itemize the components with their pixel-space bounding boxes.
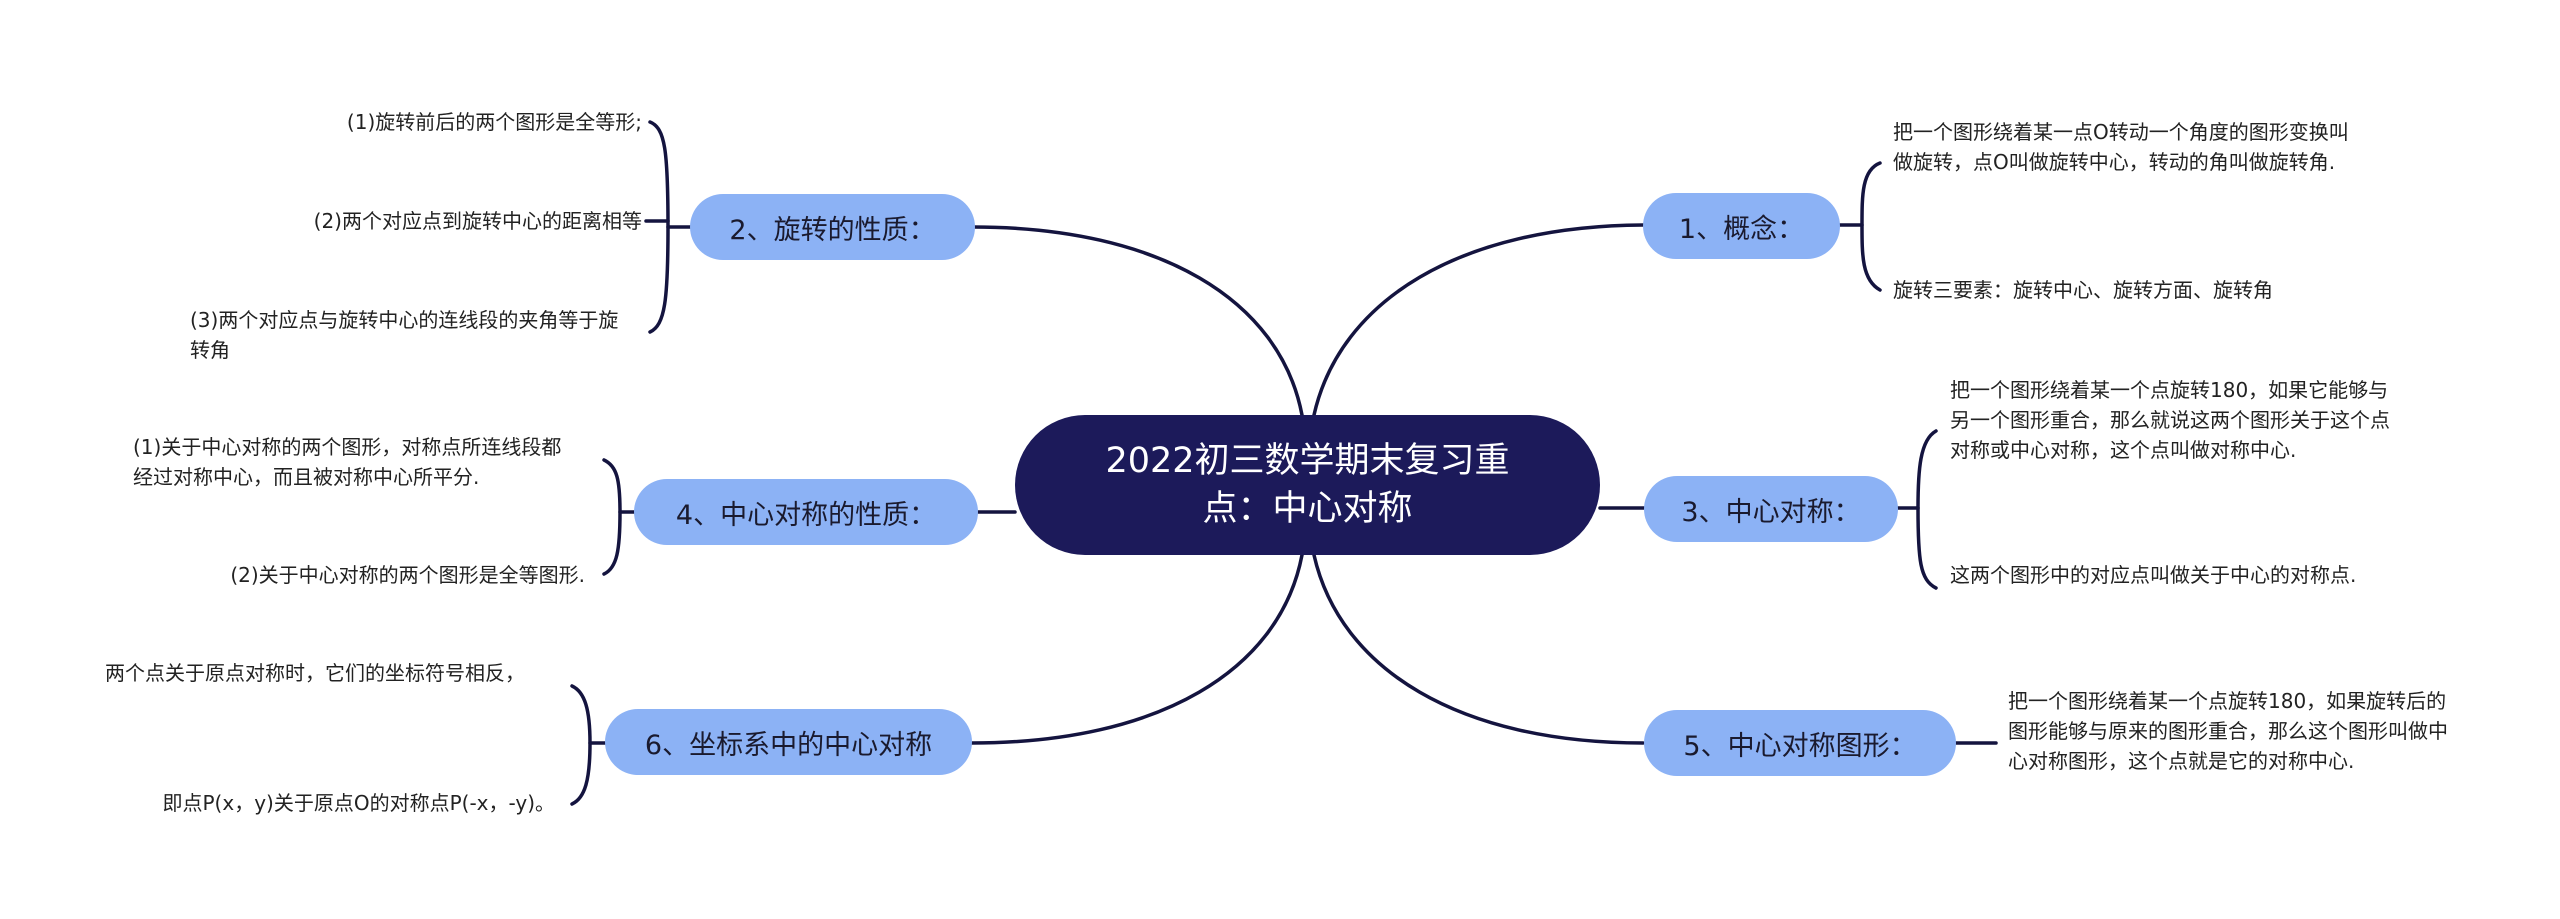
bracket-branch-1-curve xyxy=(1860,161,1882,292)
branch-4-central-symmetry-properties[interactable]: 4、中心对称的性质： xyxy=(634,479,978,545)
leaf-text: 这两个图形中的对应点叫做关于中心的对称点. xyxy=(1950,563,2357,587)
central-topic-text: 2022初三数学期末复习重 点：中心对称 xyxy=(1105,437,1509,533)
branch-3-leaf-2[interactable]: 这两个图形中的对应点叫做关于中心的对称点. xyxy=(1950,560,2405,590)
bracket-branch-4-curve xyxy=(602,458,622,576)
leaf-text: 旋转三要素：旋转中心、旋转方面、旋转角 xyxy=(1893,278,2273,302)
branch-4-leaf-2[interactable]: (2)关于中心对称的两个图形是全等图形. xyxy=(133,560,585,590)
branch-1-leaf-2[interactable]: 旋转三要素：旋转中心、旋转方面、旋转角 xyxy=(1893,275,2353,305)
branch-6-label: 6、坐标系中的中心对称 xyxy=(644,729,933,761)
branch-1-concept[interactable]: 1、概念： xyxy=(1643,193,1840,259)
connector-center-to-branch-6 xyxy=(970,553,1304,745)
bracket-branch-2-curve xyxy=(648,120,670,334)
branch-3-leaf-1[interactable]: 把一个图形绕着某一个点旋转180，如果它能够与另一个图形重合，那么就说这两个图形… xyxy=(1950,375,2405,465)
branch-1-leaf-1[interactable]: 把一个图形绕着某一点O转动一个角度的图形变换叫做旋转，点O叫做旋转中心，转动的角… xyxy=(1893,117,2353,177)
branch-5-centrally-symmetric-figure[interactable]: 5、中心对称图形： xyxy=(1644,710,1956,776)
leaf-text: (3)两个对应点与旋转中心的连线段的夹角等于旋转角 xyxy=(190,308,619,362)
connector-center-to-branch-5 xyxy=(1312,553,1645,745)
central-topic-line-1: 2022初三数学期末复习重 xyxy=(1105,441,1510,481)
branch-2-leaf-1[interactable]: (1)旋转前后的两个图形是全等形; xyxy=(240,107,642,137)
branch-5-leaf-1[interactable]: 把一个图形绕着某一个点旋转180，如果旋转后的图形能够与原来的图形重合，那么这个… xyxy=(2008,686,2463,776)
leaf-text: (2)两个对应点到旋转中心的距离相等 xyxy=(313,209,642,233)
central-topic[interactable]: 2022初三数学期末复习重 点：中心对称 xyxy=(1015,415,1600,555)
branch-2-label: 2、旋转的性质： xyxy=(729,214,936,246)
branch-4-label: 4、中心对称的性质： xyxy=(675,499,937,531)
branch-6-coordinate-central-symmetry[interactable]: 6、坐标系中的中心对称 xyxy=(605,709,972,775)
branch-2-leaf-3[interactable]: (3)两个对应点与旋转中心的连线段的夹角等于旋转角 xyxy=(190,305,630,365)
central-topic-line-2: 点：中心对称 xyxy=(1202,489,1413,529)
branch-2-rotation-properties[interactable]: 2、旋转的性质： xyxy=(690,194,975,260)
leaf-text: 把一个图形绕着某一个点旋转180，如果它能够与另一个图形重合，那么就说这两个图形… xyxy=(1950,378,2390,462)
connector-center-to-branch-1 xyxy=(1312,223,1645,417)
leaf-text: 即点P(x，y)关于原点O的对称点P(-x，-y)。 xyxy=(162,791,556,815)
leaf-text: (1)旋转前后的两个图形是全等形; xyxy=(346,110,642,134)
branch-5-label: 5、中心对称图形： xyxy=(1683,730,1917,762)
branch-1-label: 1、概念： xyxy=(1678,213,1805,245)
branch-6-leaf-2[interactable]: 即点P(x，y)关于原点O的对称点P(-x，-y)。 xyxy=(100,788,556,818)
branch-3-central-symmetry[interactable]: 3、中心对称： xyxy=(1644,476,1898,542)
bracket-branch-3-curve xyxy=(1916,429,1938,590)
bracket-branch-6-curve xyxy=(570,684,592,806)
branch-3-label: 3、中心对称： xyxy=(1681,496,1861,528)
branch-6-leaf-1[interactable]: 两个点关于原点对称时，它们的坐标符号相反， xyxy=(105,658,555,688)
branch-4-leaf-1[interactable]: (1)关于中心对称的两个图形，对称点所连线段都经过对称中心，而且被对称中心所平分… xyxy=(133,432,573,492)
leaf-text: 把一个图形绕着某一个点旋转180，如果旋转后的图形能够与原来的图形重合，那么这个… xyxy=(2008,689,2448,773)
leaf-text: 把一个图形绕着某一点O转动一个角度的图形变换叫做旋转，点O叫做旋转中心，转动的角… xyxy=(1893,120,2349,174)
leaf-text: (1)关于中心对称的两个图形，对称点所连线段都经过对称中心，而且被对称中心所平分… xyxy=(133,435,562,489)
leaf-text: 两个点关于原点对称时，它们的坐标符号相反， xyxy=(105,661,525,685)
branch-2-leaf-2[interactable]: (2)两个对应点到旋转中心的距离相等 xyxy=(240,206,642,236)
leaf-text: (2)关于中心对称的两个图形是全等图形. xyxy=(230,563,585,587)
connector-center-to-branch-2 xyxy=(971,225,1304,417)
